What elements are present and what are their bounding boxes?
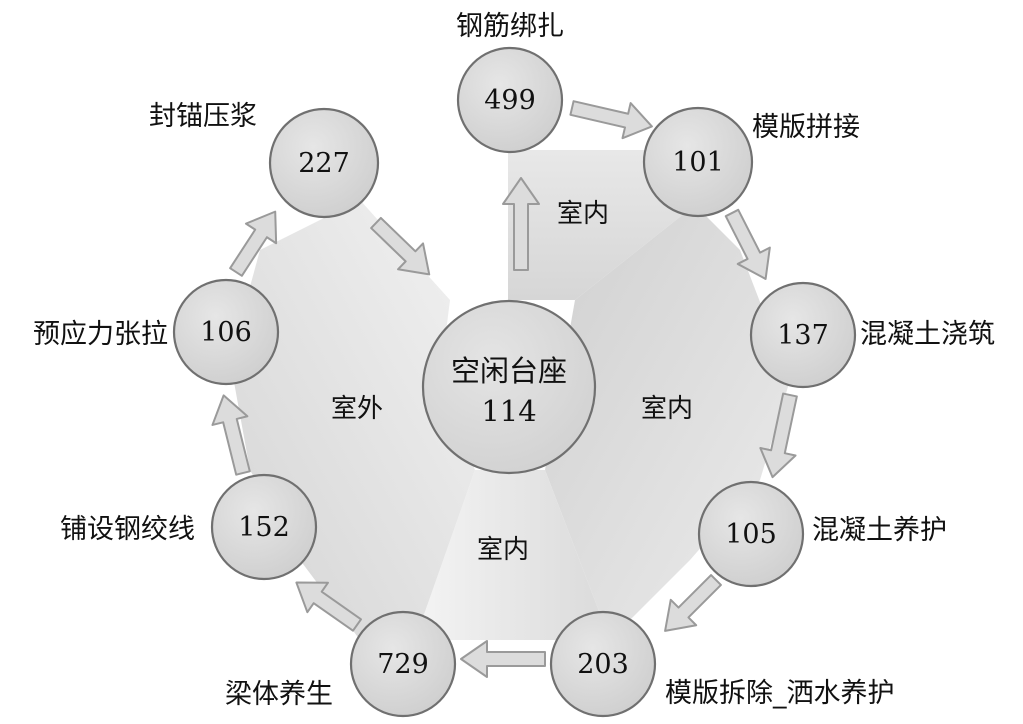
arrow-center-to-rebar [502, 177, 540, 271]
node-concrete-pour: 137 混凝土浇筑 [749, 281, 995, 389]
node-circle [749, 281, 857, 389]
node-formwork-assembly: 101 模版拼接 [642, 106, 860, 218]
node-circle [349, 610, 457, 718]
node-anchor-grout: 227 封锚压浆 [149, 101, 380, 219]
node-circle [268, 107, 380, 219]
arrow-beam-cure-to-strand-laying [295, 581, 363, 632]
arrow-anchor-grout-to-center [370, 216, 431, 276]
node-circle [172, 278, 280, 386]
node-label: 混凝土养护 [812, 515, 947, 546]
node-concrete-cure: 105 混凝土养护 [697, 480, 947, 588]
node-value: 137 [777, 320, 829, 351]
node-prestress: 106 预应力张拉 [33, 278, 280, 386]
node-value: 105 [725, 519, 777, 550]
nodes-layer: 499 钢筋绑扎 101 模版拼接 137 混凝土浇筑 105 混凝土养护 20… [33, 11, 995, 718]
node-value: 729 [377, 649, 429, 680]
zone-label-outdoor-left: 室外 [331, 394, 383, 424]
node-label: 预应力张拉 [33, 319, 168, 350]
arrow-concrete-cure-to-formwork-removal [664, 574, 722, 632]
node-label: 模版拆除_洒水养护 [665, 678, 895, 709]
zone-label-indoor-right: 室内 [641, 394, 693, 424]
zone-labels-layer: 室内 室内 室内 室外 [331, 199, 693, 565]
arrow-formwork-assembly-to-concrete-pour [724, 208, 771, 280]
zone-label-indoor-bottom: 室内 [477, 535, 529, 565]
arrow-strand-laying-to-prestress [211, 394, 251, 476]
node-value: 152 [238, 512, 290, 543]
node-label: 铺设钢绞线 [60, 514, 195, 545]
center-value: 114 [481, 394, 536, 428]
node-circle [642, 106, 754, 218]
arrow-rebar-to-formwork-assembly [569, 100, 653, 140]
center-circle [421, 299, 597, 475]
node-beam-cure: 729 梁体养生 [225, 610, 457, 718]
zone-indoor-right [545, 205, 790, 640]
node-circle [697, 480, 805, 588]
node-rebar: 499 钢筋绑扎 [456, 11, 564, 154]
node-formwork-removal: 203 模版拆除_洒水养护 [549, 610, 895, 718]
center-node: 空闲台座 114 [421, 299, 597, 475]
node-label: 梁体养生 [225, 679, 333, 710]
node-circle [549, 610, 657, 718]
node-value: 227 [298, 148, 350, 179]
node-circle [456, 46, 564, 154]
node-value: 101 [672, 147, 724, 178]
arrows-layer [211, 100, 798, 678]
arrow-formwork-removal-to-beam-cure [460, 640, 546, 678]
node-label: 混凝土浇筑 [860, 319, 995, 350]
arrow-prestress-to-anchor-grout [229, 210, 278, 277]
node-value: 203 [577, 649, 629, 680]
zone-indoor-top [508, 150, 695, 300]
node-circle [210, 473, 318, 581]
arrow-concrete-pour-to-concrete-cure [759, 392, 798, 479]
center-label: 空闲台座 [451, 354, 567, 388]
node-strand-laying: 152 铺设钢绞线 [60, 473, 318, 581]
node-label: 钢筋绑扎 [456, 11, 564, 42]
node-label: 封锚压浆 [149, 101, 257, 132]
node-value: 106 [200, 317, 252, 348]
node-label: 模版拼接 [752, 112, 860, 143]
node-value: 499 [484, 85, 536, 116]
zone-label-indoor-top: 室内 [557, 199, 609, 229]
zone-indoor-bottom [415, 470, 610, 640]
